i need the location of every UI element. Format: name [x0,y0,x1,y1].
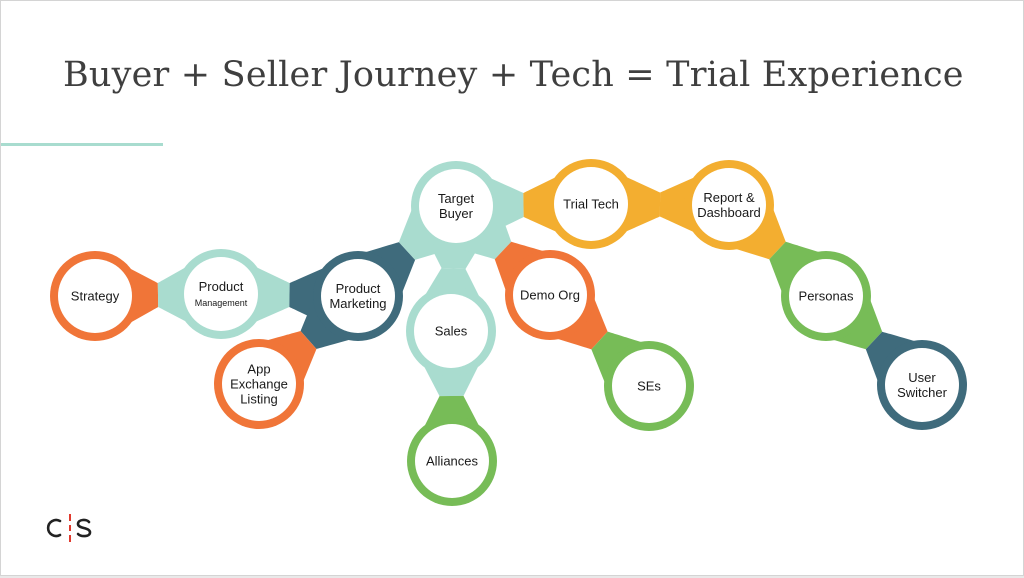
node-trial-tech: Trial Tech [546,159,636,249]
node-sales-label-line: Sales [435,324,468,339]
node-alliances: Alliances [407,416,497,506]
node-report-dashboard-label-line: Report & [703,190,755,205]
node-product-management-label-line: Management [195,298,248,308]
node-product-marketing-label-line: Product [336,281,381,296]
node-demo-org: Demo Org [505,250,595,340]
node-report-dashboard-center [692,168,766,242]
node-app-exchange-listing-label-line: Listing [240,392,278,407]
node-personas-label-line: Personas [799,289,854,304]
node-alliances-center [415,424,489,498]
node-ses-center [612,349,686,423]
node-trial-tech-label-line: Trial Tech [563,197,619,212]
node-sales-center [414,294,488,368]
node-demo-org-center [513,258,587,332]
node-app-exchange-listing-label-line: App [247,362,270,377]
node-ses-label-line: SEs [637,379,661,394]
node-user-switcher-label-line: User [908,370,936,385]
title-accent-line [1,143,163,146]
node-strategy-label-line: Strategy [71,289,120,304]
node-app-exchange-listing-label-line: Exchange [230,377,288,392]
node-alliances-label-line: Alliances [426,454,479,469]
node-product-management-center [184,257,258,331]
node-product-marketing-center [321,259,395,333]
node-trial-tech-center [554,167,628,241]
node-product-management-label-line: Product [199,279,244,294]
node-target-buyer-label-line: Buyer [439,206,474,221]
node-sales: Sales [406,286,496,376]
node-personas-center [789,259,863,333]
node-user-switcher-center [885,348,959,422]
node-strategy-center [58,259,132,333]
node-report-dashboard: Report &Dashboard [684,160,774,250]
node-report-dashboard-label-line: Dashboard [697,205,761,220]
node-ses: SEs [604,341,694,431]
node-demo-org-label-line: Demo Org [520,288,580,303]
node-user-switcher-label-line: Switcher [897,385,948,400]
node-strategy: Strategy [50,251,140,341]
logo-mark [46,514,92,542]
node-app-exchange-listing-center [222,347,296,421]
node-product-marketing-label-line: Marketing [329,296,386,311]
node-personas: Personas [781,251,871,341]
node-target-buyer-center [419,169,493,243]
node-target-buyer-label-line: Target [438,191,475,206]
node-group: StrategyProductManagementProductMarketin… [50,159,967,506]
slide-title: Buyer + Seller Journey + Tech = Trial Ex… [63,55,964,95]
company-logo [43,513,97,543]
